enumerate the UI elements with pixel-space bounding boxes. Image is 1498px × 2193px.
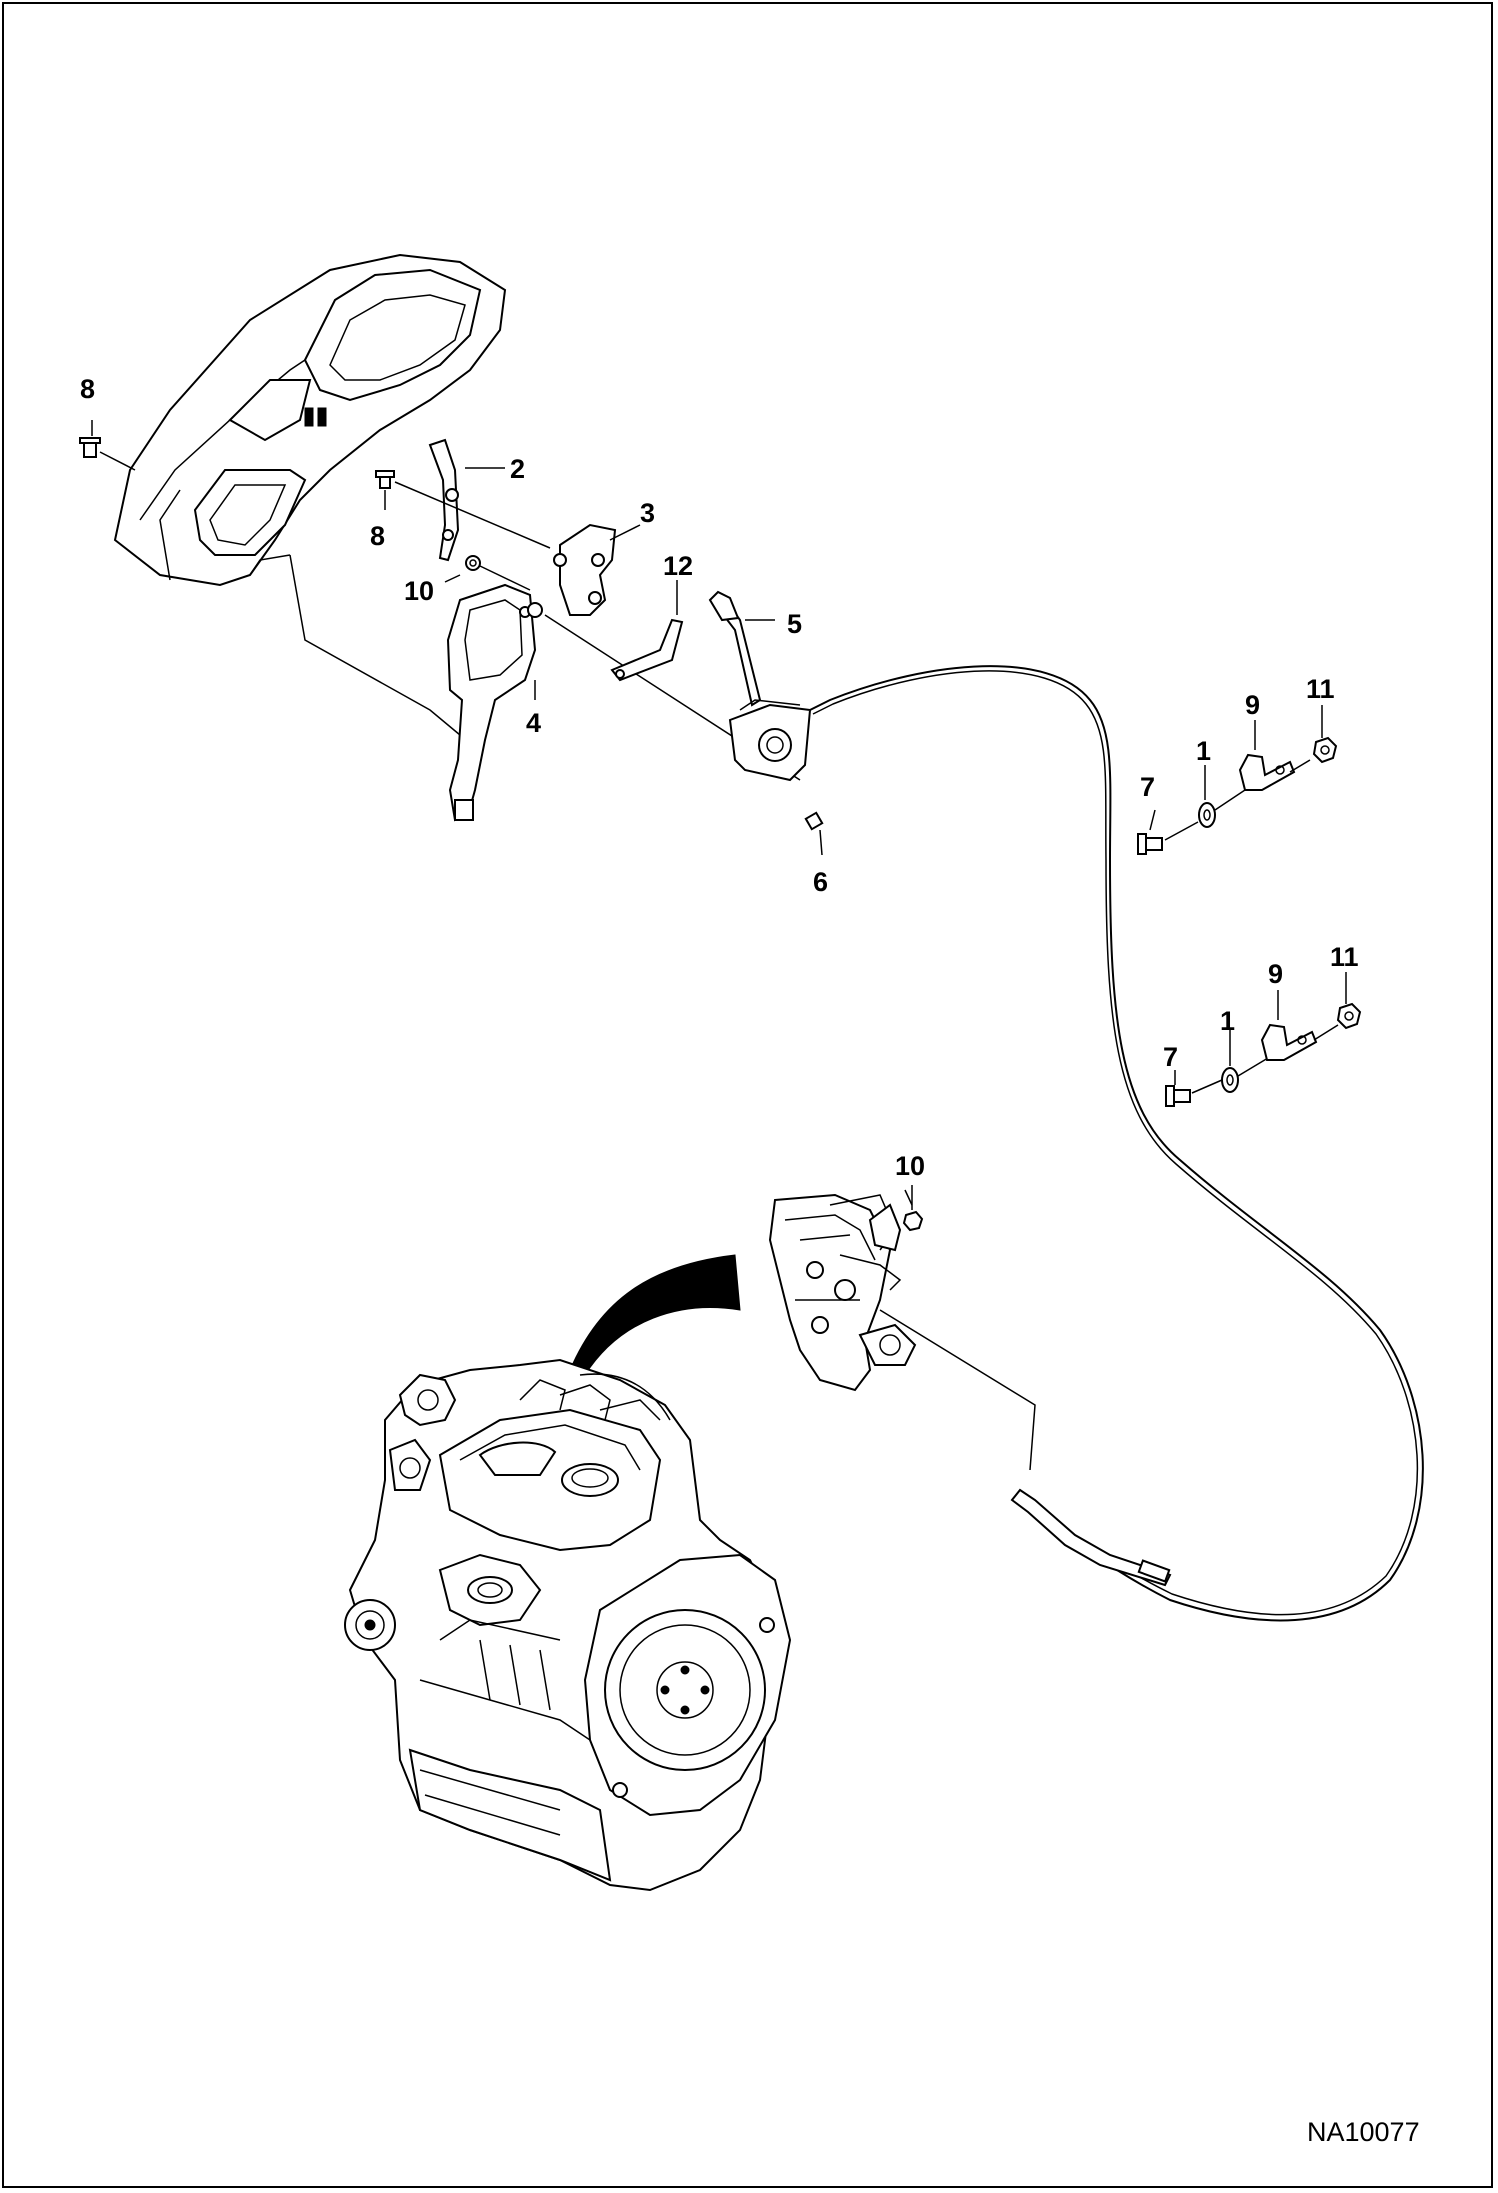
bracket-12: [610, 618, 684, 682]
nut-11-lower: [1336, 1002, 1362, 1030]
console-panel: [113, 253, 507, 587]
callout-10-upper: 10: [404, 576, 434, 606]
callout-1-lower: 1: [1220, 1006, 1235, 1036]
nut-11-upper: [1312, 736, 1338, 764]
drawing-code: NA10077: [1307, 2117, 1420, 2147]
bracket-2: [428, 438, 460, 562]
callout-5: 5: [787, 609, 802, 639]
bolt-8-middle: [375, 470, 395, 489]
callout-11-upper: 11: [1306, 674, 1335, 704]
plate-4: [446, 583, 543, 822]
callout-7-lower: 7: [1163, 1042, 1178, 1072]
bolt-7-upper: [1137, 833, 1163, 855]
screw-6: [804, 811, 824, 831]
callout-3: 3: [640, 498, 655, 528]
cable-end-fitting: [1010, 1488, 1172, 1587]
callout-9-upper: 9: [1245, 690, 1260, 720]
nut-10-lower: [902, 1210, 924, 1232]
bolt-7-lower: [1165, 1085, 1191, 1107]
callout-4: 4: [526, 708, 541, 738]
callout-6: 6: [813, 867, 828, 897]
bolt-8-left: [79, 437, 101, 458]
nut-10-upper: [465, 555, 481, 571]
clamp-9-lower: [1260, 1023, 1318, 1061]
callout-8-left: 8: [80, 374, 95, 404]
callout-1-upper: 1: [1196, 736, 1211, 766]
throttle-lever-5: [708, 590, 812, 782]
washer-1-upper: [1198, 802, 1216, 828]
engine-assembly: [344, 1358, 792, 1892]
clamp-9-upper: [1238, 753, 1296, 791]
callout-11-lower: 11: [1330, 942, 1359, 972]
washer-1-lower: [1221, 1067, 1239, 1093]
callout-9-lower: 9: [1268, 959, 1283, 989]
callout-8-middle: 8: [370, 521, 385, 551]
callout-10-lower: 10: [895, 1151, 925, 1181]
throttle-cable: [809, 665, 1424, 1622]
callout-12: 12: [663, 551, 693, 581]
callout-7-upper: 7: [1140, 772, 1155, 802]
detail-pointer-arrow: [569, 1254, 741, 1376]
bracket-3: [553, 523, 617, 616]
callout-2: 2: [510, 454, 525, 484]
governor-detail: [768, 1193, 917, 1392]
